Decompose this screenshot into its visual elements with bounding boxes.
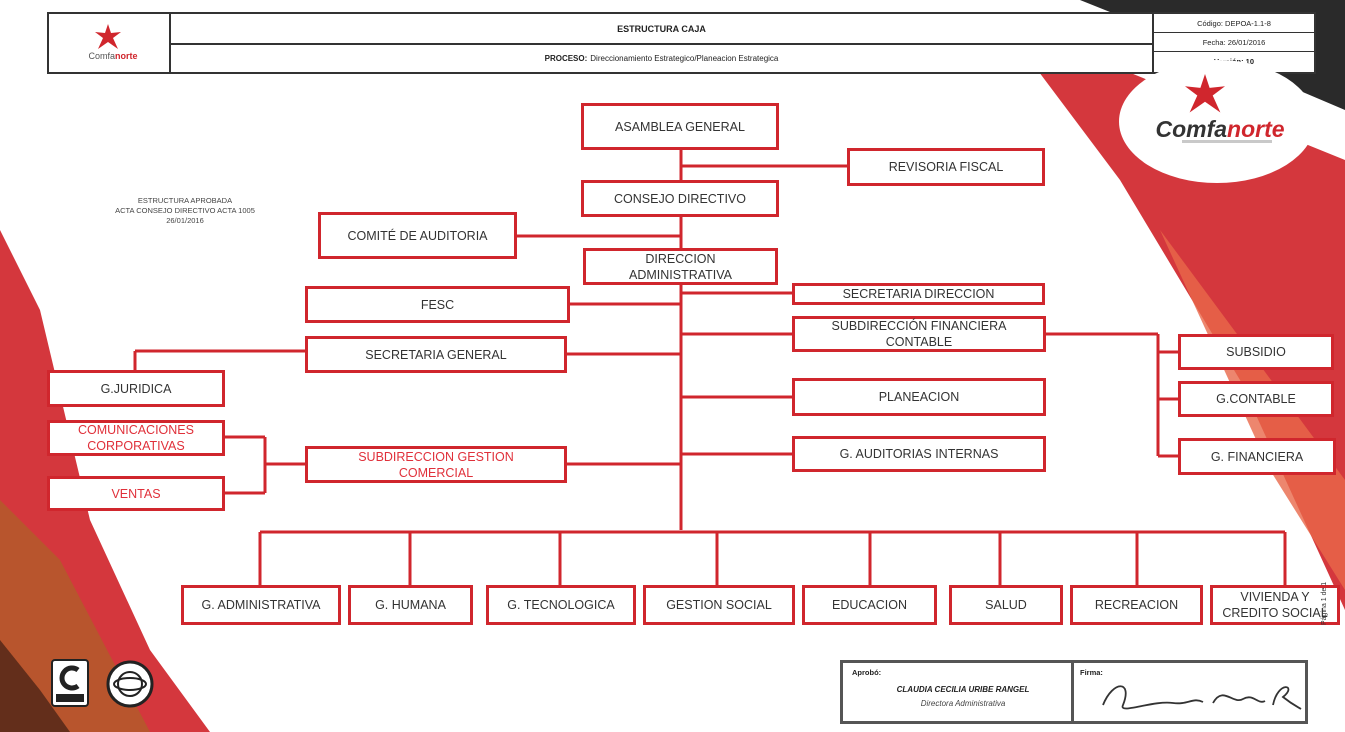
org-box-subdir-comercial: SUBDIRECCION GESTION COMERCIAL: [305, 446, 567, 483]
org-box-educacion: EDUCACION: [802, 585, 937, 625]
org-box-administrativa: G. ADMINISTRATIVA: [181, 585, 341, 625]
org-box-gestion-social: GESTION SOCIAL: [643, 585, 795, 625]
header-date: Fecha: 26/01/2016: [1154, 33, 1314, 52]
big-brand-prefix: Comfa: [1155, 116, 1228, 142]
approver-label: Aprobó:: [852, 668, 882, 677]
org-box-fesc: FESC: [305, 286, 570, 323]
org-box-recreacion: RECREACION: [1070, 585, 1203, 625]
org-box-secretaria-direccion: SECRETARIA DIRECCION: [792, 283, 1045, 305]
big-logo-wordmark: Comfanorte: [1140, 116, 1300, 143]
org-box-financiera: G. FINANCIERA: [1178, 438, 1336, 475]
header-code: Código: DEPOA-1.1-8: [1154, 14, 1314, 33]
header-process: PROCESO: Direccionamiento Estrategico/Pl…: [171, 45, 1154, 72]
org-box-comite-auditoria: COMITÉ DE AUDITORIA: [318, 212, 517, 259]
comfanorte-big-star-icon: [1185, 74, 1225, 113]
header-logo-cell: [49, 14, 171, 72]
icontec-certification-icon: [51, 659, 89, 707]
org-box-comunicaciones: COMUNICACIONES CORPORATIVAS: [47, 420, 225, 456]
header-process-value: Direccionamiento Estrategico/Planeacion …: [590, 54, 779, 63]
org-box-auditorias-internas: G. AUDITORIAS INTERNAS: [792, 436, 1046, 472]
org-box-vivienda: VIVIENDA Y CREDITO SOCIAL: [1210, 585, 1340, 625]
approval-signature-box: Aprobó: CLAUDIA CECILIA URIBE RANGEL Dir…: [840, 660, 1308, 724]
org-box-revisoria: REVISORIA FISCAL: [847, 148, 1045, 186]
approver-name: CLAUDIA CECILIA URIBE RANGEL: [896, 685, 1030, 694]
approver-role: Directora Administrativa: [920, 699, 1006, 708]
org-box-subdir-financiera: SUBDIRECCIÓN FINANCIERA CONTABLE: [792, 316, 1046, 352]
org-box-planeacion: PLANEACION: [792, 378, 1046, 416]
comfanorte-star-icon: [95, 24, 121, 49]
certification-icons: [51, 659, 154, 708]
header-title: ESTRUCTURA CAJA: [171, 14, 1154, 45]
brand-prefix: Comfa: [88, 51, 115, 61]
page-number-vertical: Página 1 de 1: [1321, 581, 1328, 625]
big-brand-suffix: norte: [1227, 116, 1285, 142]
brand-suffix: norte: [115, 51, 138, 61]
firma-label: Firma:: [1080, 668, 1103, 677]
signature-divider: [1071, 663, 1074, 721]
org-box-salud: SALUD: [949, 585, 1063, 625]
handwritten-signature: [1102, 685, 1302, 710]
org-box-asamblea: ASAMBLEA GENERAL: [581, 103, 779, 150]
header-process-label: PROCESO:: [544, 54, 588, 63]
org-box-contable: G.CONTABLE: [1178, 381, 1334, 417]
org-box-tecnologica: G. TECNOLOGICA: [486, 585, 636, 625]
org-box-subsidio: SUBSIDIO: [1178, 334, 1334, 370]
org-box-ventas: VENTAS: [47, 476, 225, 511]
org-box-juridica: G.JURIDICA: [47, 370, 225, 407]
big-logo-tagline: [1182, 140, 1272, 143]
iqnet-certification-icon: [106, 660, 154, 708]
org-box-humana: G. HUMANA: [348, 585, 473, 625]
approval-note: ESTRUCTURA APROBADA ACTA CONSEJO DIRECTI…: [115, 196, 255, 225]
bg-band-dark-left: [0, 640, 70, 732]
org-box-secretaria-general: SECRETARIA GENERAL: [305, 336, 567, 373]
comfanorte-big-logo: [1119, 60, 1315, 183]
org-box-consejo: CONSEJO DIRECTIVO: [581, 180, 779, 217]
org-box-direccion: DIRECCION ADMINISTRATIVA: [583, 248, 778, 285]
header-brand-logo: Comfanorte: [58, 51, 168, 61]
